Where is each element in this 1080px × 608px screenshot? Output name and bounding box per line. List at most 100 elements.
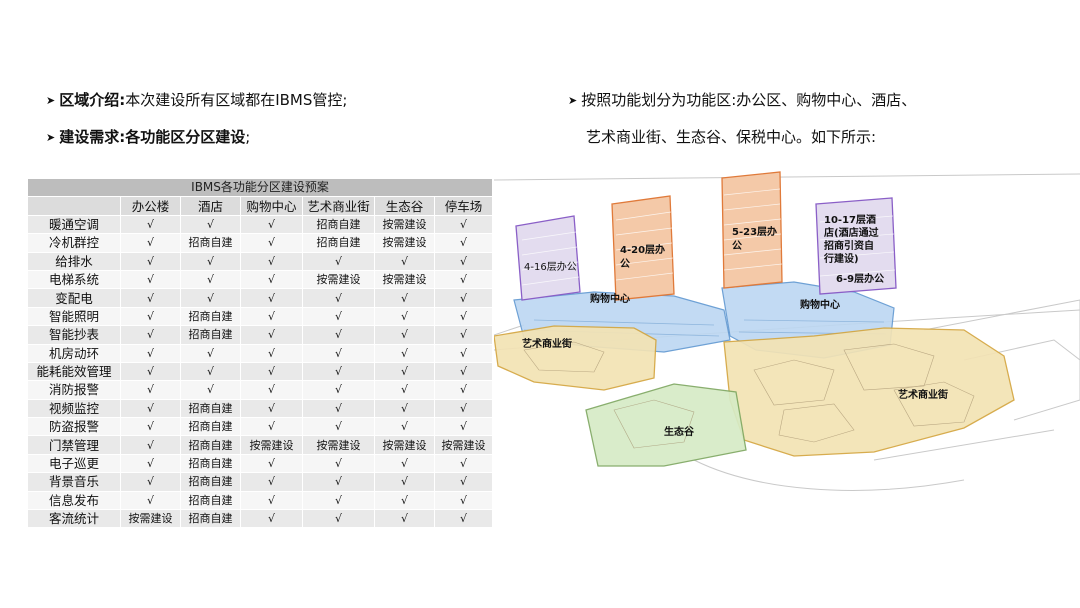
table-row: 能耗能效管理√√√√√√ bbox=[27, 361, 494, 382]
zone-art-street-left bbox=[493, 325, 657, 391]
table-cell: √ bbox=[302, 343, 375, 363]
table-cell: 按需建设 bbox=[374, 269, 435, 290]
row-system-name: 给排水 bbox=[27, 251, 121, 271]
row-system-name: 防盗报警 bbox=[27, 417, 121, 437]
zones-bullet: ➤按照功能划分为功能区:办公区、购物中心、酒店、 bbox=[568, 90, 916, 112]
table-cell: √ bbox=[240, 453, 303, 474]
table-row: 消防报警√√√√√√ bbox=[27, 380, 494, 400]
table-cell: √ bbox=[433, 325, 494, 345]
column-header: 购物中心 bbox=[240, 196, 303, 216]
table-body: 暖通空调√√√招商自建按需建设√冷机群控√招商自建√招商自建按需建设√给排水√√… bbox=[27, 214, 494, 529]
tower-office-a bbox=[515, 215, 581, 301]
table-cell: √ bbox=[120, 453, 181, 474]
table-cell: √ bbox=[374, 380, 435, 400]
table-cell: 按需建设 bbox=[302, 269, 375, 290]
table-cell: √ bbox=[374, 417, 435, 437]
table-cell: √ bbox=[374, 325, 435, 345]
table-cell: √ bbox=[240, 288, 303, 308]
table-cell: √ bbox=[240, 417, 303, 437]
table-row: 变配电√√√√√√ bbox=[27, 288, 494, 308]
table-cell: √ bbox=[240, 380, 303, 400]
requirement-label: 建设需求:各功能区分区建设 bbox=[59, 128, 246, 146]
table-cell: √ bbox=[180, 343, 241, 363]
table-cell: √ bbox=[433, 288, 494, 308]
table-cell: √ bbox=[120, 251, 181, 271]
column-header: 停车场 bbox=[433, 196, 494, 216]
arrow-bullet-icon: ➤ bbox=[568, 94, 578, 107]
table-cell: √ bbox=[302, 288, 375, 308]
label-mall-1: 购物中心 bbox=[590, 292, 630, 305]
label-mall-2: 购物中心 bbox=[800, 298, 840, 311]
table-row: 客流统计按需建设招商自建√√√√ bbox=[27, 509, 494, 529]
table-cell: √ bbox=[120, 269, 181, 290]
table-cell: √ bbox=[374, 343, 435, 363]
column-header: 生态谷 bbox=[374, 196, 435, 216]
column-header: 办公楼 bbox=[120, 196, 181, 216]
table-cell: √ bbox=[374, 288, 435, 308]
table-cell: 招商自建 bbox=[180, 417, 241, 437]
table-row: 智能抄表√招商自建√√√√ bbox=[27, 325, 494, 345]
zone-eco-valley bbox=[585, 383, 747, 467]
row-system-name: 客流统计 bbox=[27, 509, 121, 529]
row-system-name: 暖通空调 bbox=[27, 214, 121, 235]
table-cell: √ bbox=[374, 490, 435, 511]
table-cell: √ bbox=[120, 398, 181, 419]
campus-illustration: 4-16层办公 4-20层办 公 5-23层办 公 10-17层酒 店(酒店通过… bbox=[493, 160, 1080, 520]
table-row: 门禁管理√招商自建按需建设按需建设按需建设按需建设 bbox=[27, 435, 494, 455]
table-cell: √ bbox=[240, 325, 303, 345]
table-cell: √ bbox=[433, 343, 494, 363]
row-system-name: 智能抄表 bbox=[27, 325, 121, 345]
arrow-bullet-icon: ➤ bbox=[46, 131, 56, 144]
table-cell: √ bbox=[120, 380, 181, 400]
table-cell: 招商自建 bbox=[180, 325, 241, 345]
label-eco-valley: 生态谷 bbox=[664, 425, 695, 438]
label-hotel-5: 6-9层办公 bbox=[836, 272, 884, 285]
tower-office-b bbox=[611, 195, 675, 301]
table-row: 电子巡更√招商自建√√√√ bbox=[27, 453, 494, 474]
table-cell: √ bbox=[302, 509, 375, 529]
table-row: 电梯系统√√√按需建设按需建设√ bbox=[27, 269, 494, 290]
row-system-name: 变配电 bbox=[27, 288, 121, 308]
label-office-b-2: 公 bbox=[620, 258, 630, 270]
table-cell: √ bbox=[240, 269, 303, 290]
table-cell: √ bbox=[433, 472, 494, 492]
table-cell: 招商自建 bbox=[302, 214, 375, 235]
table-cell: √ bbox=[374, 361, 435, 382]
table-title: IBMS各功能分区建设预案 bbox=[26, 177, 494, 198]
table-cell: √ bbox=[433, 509, 494, 529]
table-cell: √ bbox=[180, 288, 241, 308]
row-system-name: 机房动环 bbox=[27, 343, 121, 363]
table-cell: √ bbox=[240, 398, 303, 419]
row-system-name: 视频监控 bbox=[27, 398, 121, 419]
table-cell: √ bbox=[240, 306, 303, 327]
table-cell: √ bbox=[433, 233, 494, 253]
table-cell: √ bbox=[240, 472, 303, 492]
intro-text: 本次建设所有区域都在IBMS管控; bbox=[125, 91, 348, 109]
table-cell: 招商自建 bbox=[180, 490, 241, 511]
row-system-name: 信息发布 bbox=[27, 490, 121, 511]
label-hotel-1: 10-17层酒 bbox=[824, 213, 876, 226]
table-cell: √ bbox=[180, 361, 241, 382]
table-cell: 招商自建 bbox=[180, 435, 241, 455]
column-header: 酒店 bbox=[180, 196, 241, 216]
label-hotel-4: 行建设) bbox=[823, 252, 859, 265]
table-cell: √ bbox=[374, 509, 435, 529]
label-office-b-1: 4-20层办 bbox=[620, 243, 665, 256]
label-office-c-2: 公 bbox=[732, 240, 742, 252]
table-row: 给排水√√√√√√ bbox=[27, 251, 494, 271]
table-cell: √ bbox=[374, 472, 435, 492]
requirement-text: ; bbox=[245, 128, 251, 146]
table-cell: √ bbox=[374, 251, 435, 271]
table-cell: √ bbox=[180, 251, 241, 271]
table-cell: √ bbox=[302, 490, 375, 511]
table-cell: √ bbox=[433, 361, 494, 382]
label-art-street-1: 艺术商业街 bbox=[522, 337, 572, 350]
row-system-name: 智能照明 bbox=[27, 306, 121, 327]
table-cell: √ bbox=[240, 214, 303, 235]
table-cell: 按需建设 bbox=[433, 435, 494, 455]
label-art-street-2: 艺术商业街 bbox=[898, 388, 948, 401]
zones-text-line1: 按照功能划分为功能区:办公区、购物中心、酒店、 bbox=[581, 91, 917, 109]
table-cell: 招商自建 bbox=[180, 453, 241, 474]
row-system-name: 背景音乐 bbox=[27, 472, 121, 492]
table-cell: √ bbox=[302, 306, 375, 327]
